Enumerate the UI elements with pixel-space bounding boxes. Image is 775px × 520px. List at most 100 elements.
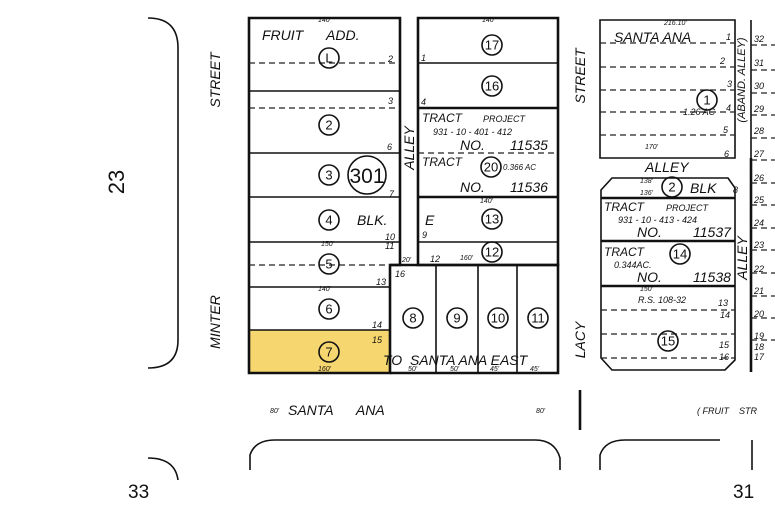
dimensions: 140' 140' 140' 160' 150' 140' 160' 50' 5… [270,17,687,415]
parcel-number: 16 [485,79,499,94]
lot-number: 29 [753,104,764,114]
lot-number: 8 [733,185,738,195]
lot-number: 21 [753,286,764,296]
lot-number: 13 [376,277,386,287]
svg-text:45': 45' [490,366,500,373]
parcel-circle [481,208,503,230]
parcel-circle [487,307,509,329]
parcel-circle [446,307,468,329]
to-santa-ana-east-label: TO SANTA ANA EAST [383,352,529,368]
blk-e-label: E [425,212,435,228]
lot-number: 28 [753,126,764,136]
lot-number: 18 [754,342,764,352]
blk-label-left: BLK. [357,212,387,228]
santa-ana-tract-label: SANTA ANA [614,29,691,45]
svg-text:NO.: NO. [460,137,485,153]
svg-text:80': 80' [536,408,546,415]
svg-text:170': 170' [645,144,659,151]
parcel-7[interactable]: 7 [318,341,340,363]
parcel-15[interactable]: 15 [657,330,679,352]
svg-text:0.344AC.: 0.344AC. [614,260,652,270]
parcel-13[interactable]: 13 [481,208,503,230]
svg-text:11538: 11538 [693,269,731,285]
parcel-number: 2 [668,180,675,195]
parcel-5[interactable]: 5 [318,253,340,275]
parcel-circle [402,307,424,329]
svg-text:931 - 10 - 401 - 412: 931 - 10 - 401 - 412 [433,127,512,137]
lot-number: 27 [753,149,765,159]
alley-label-right-vertical: ALLEY [734,235,750,281]
street-label-lacy: LACY [572,320,588,358]
lot-number: 3 [727,79,732,89]
parcel-2[interactable]: 2 [318,114,340,136]
parcel-9[interactable]: 9 [446,307,468,329]
parcel-number: 11 [531,311,545,326]
svg-text:80': 80' [270,408,280,415]
svg-text:11537: 11537 [693,224,732,240]
block-right-bottom-outline [600,177,736,371]
parcel-circle [481,34,503,56]
svg-text:50': 50' [408,366,418,373]
parcel-16[interactable]: 16 [481,75,503,97]
parcel-20[interactable]: 20 [480,156,502,178]
lot-number: 6 [387,142,392,152]
lot-number: 14 [372,320,382,330]
abandoned-alley-label: (ABAND. ALLEY) [736,37,748,123]
parcel-1[interactable]: 1 [696,89,718,111]
parcel-circle [318,47,340,69]
lot-number: 1 [726,32,731,42]
street-label-minter: MINTER [207,295,223,349]
tract-11536: TRACT 0.366 AC NO. 11536 [422,155,548,195]
parcel-number: 6 [325,302,332,317]
lot-number: 22 [753,264,764,274]
record-of-survey-label: R.S. 108-32 [638,295,686,305]
svg-text:TRACT: TRACT [422,155,464,169]
svg-text:931 - 10 - 413 - 424: 931 - 10 - 413 - 424 [618,215,697,225]
parcel-circle [669,243,691,265]
parcel-17[interactable]: 17 [481,34,503,56]
lot-number: 19 [754,331,764,341]
parcel-12[interactable]: 12 [481,241,503,263]
svg-text:140': 140' [480,198,494,205]
svg-text:NO.: NO. [460,179,485,195]
parcel-6[interactable]: 6 [318,298,340,320]
parcel-10[interactable]: 10 [487,307,509,329]
parcel-circle [661,176,683,198]
lot-number: 6 [724,149,729,159]
adjacent-page-31: 31 [733,482,754,503]
lot-number: 30 [754,81,764,91]
parcel-L[interactable]: L [318,47,340,69]
parcel-2[interactable]: 2 [661,176,683,198]
block-middle-outline [416,16,560,267]
parcel-8[interactable]: 8 [402,307,424,329]
parcel-number: 7 [325,345,332,360]
parcel-number: 1 [703,93,710,108]
parcel-4[interactable]: 4 [318,209,340,231]
svg-text:NO.: NO. [637,224,662,240]
svg-text:TRACT: TRACT [604,200,646,214]
parcel-number: 14 [673,247,687,262]
parcel-number: 5 [325,257,332,272]
blk-label-right: BLK [690,180,717,196]
lot-number: 16 [395,269,405,279]
svg-text:216.10': 216.10' [663,20,687,27]
lot-number: 5 [723,125,729,135]
lot-number: 32 [754,34,764,44]
parcel-number: 20 [484,160,498,175]
svg-text:PROJECT: PROJECT [666,203,710,213]
parcel-circle [696,89,718,111]
parcel-circle [481,75,503,97]
parcel-14[interactable]: 14 [669,243,691,265]
svg-text:NO.: NO. [637,269,662,285]
lot-number: 9 [422,230,427,240]
page-number: 23 [104,170,129,194]
parcel-number: 3 [325,168,332,183]
parcel-number: 17 [485,38,499,53]
parcel-11[interactable]: 11 [527,307,549,329]
parcel-number: 13 [485,212,499,227]
parcel-circle [318,114,340,136]
parcel-3[interactable]: 3 [318,164,340,186]
svg-text:0.366 AC: 0.366 AC [503,163,536,172]
svg-text:150': 150' [321,241,335,248]
